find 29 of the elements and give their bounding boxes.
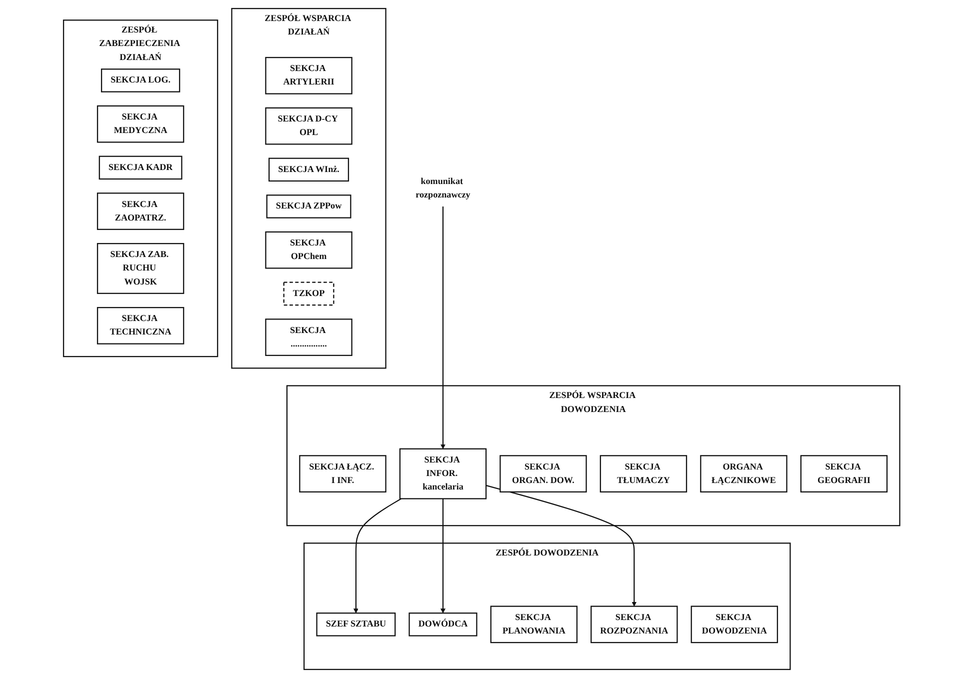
node-box: SEKCJA PLANOWANIA (490, 605, 578, 643)
node-box: SEKCJA ZAOPATRZ. (96, 192, 184, 230)
node-box: TZKOP (283, 281, 334, 306)
node-box: SEKCJA TŁUMACZY (600, 454, 687, 492)
arrow (486, 484, 636, 606)
node-box: SEKCJA ROZPOZNANIA (590, 605, 678, 643)
node-box: SEKCJA ARTYLERII (265, 56, 352, 94)
node-box: SEKCJA ZPPow (266, 194, 352, 218)
node-box: SEKCJA LOG. (100, 68, 180, 92)
node-box: ORGANA ŁĄCZNIKOWE (700, 454, 788, 492)
node-box: SEKCJA ŁĄCZ. I INF. (299, 454, 386, 492)
node-box: DOWÓDCA (408, 612, 478, 636)
node-box: SZEF SZTABU (316, 612, 396, 636)
node-box: SEKCJA GEOGRAFII (800, 454, 888, 492)
node-box: SEKCJA INFOR. kancelaria (399, 448, 486, 499)
node-box: SEKCJA KADR (98, 155, 182, 180)
node-box: SEKCJA TECHNICZNA (96, 306, 184, 344)
node-box: SEKCJA ORGAN. DOW. (499, 454, 587, 492)
arrow (440, 498, 446, 613)
node-box: SEKCJA ZAB. RUCHU WOJSK (96, 242, 184, 294)
node-box: SEKCJA DOWODZENIA (690, 605, 778, 643)
node-box: SEKCJA WInż. (268, 157, 349, 182)
node-text: komunikat rozpoznawczy (415, 176, 470, 200)
node-box: SEKCJA MEDYCZNA (96, 104, 184, 142)
node-box: SEKCJA ................ (265, 318, 352, 356)
arrow (353, 498, 402, 613)
node-box: SEKCJA OPChem (265, 230, 352, 268)
node-box: SEKCJA D-CY OPL (265, 106, 352, 144)
arrow (440, 206, 446, 449)
